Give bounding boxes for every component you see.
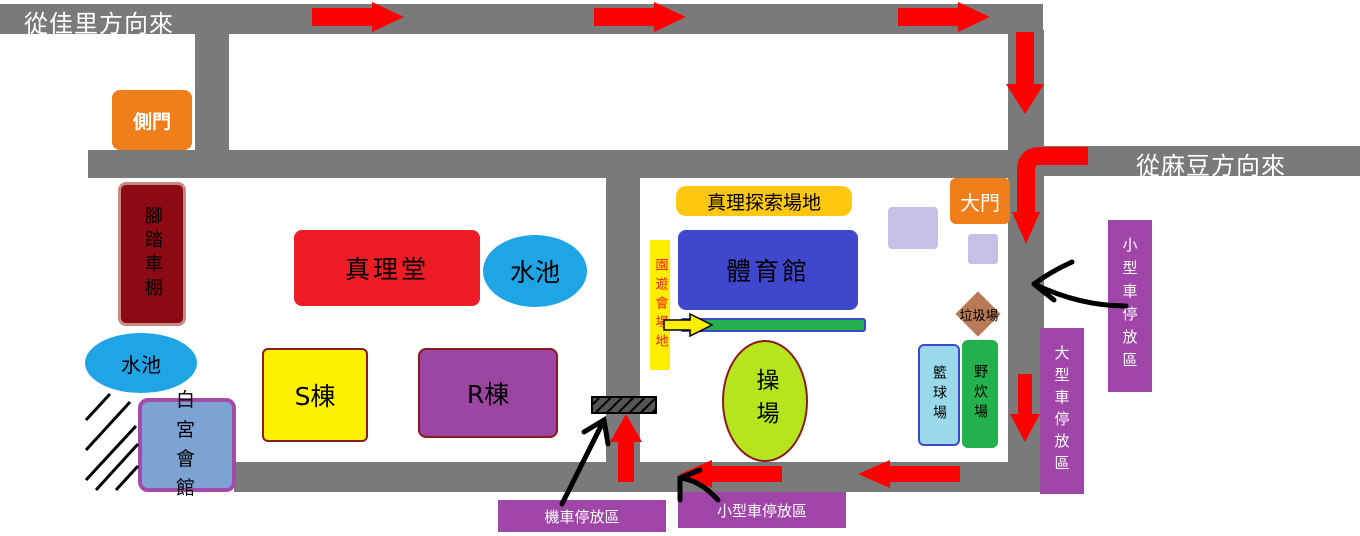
- road-middle-horizontal: [88, 150, 1038, 178]
- basketball-label: 籃球場: [931, 365, 947, 425]
- white-palace-label: 白宮會館: [175, 389, 198, 500]
- large-car-parking: 大型車停放區: [1040, 328, 1084, 494]
- gymnasium: 體育館: [678, 230, 858, 310]
- s-building: S棟: [262, 348, 368, 442]
- playground: 操場: [722, 340, 808, 462]
- pond-left: 水池: [82, 330, 200, 396]
- pond-center: 水池: [480, 232, 590, 310]
- bike-shed-label: 腳踏車棚: [142, 206, 163, 302]
- scooter-label: 機車停放區: [544, 507, 620, 526]
- main-gate-label: 大門: [960, 190, 1000, 215]
- road-right-vertical: [1008, 30, 1044, 492]
- main-gate: 大門: [950, 178, 1010, 224]
- road-bottom: [234, 462, 1042, 492]
- garbage-area: 垃圾場: [948, 298, 1010, 330]
- bike-shed: 腳踏車棚: [118, 182, 186, 326]
- road-left-vertical: [195, 30, 229, 155]
- direction-label-madou: 從麻豆方向來: [1136, 152, 1286, 180]
- gymnasium-label: 體育館: [725, 257, 810, 286]
- truth-exploration-field: 真理探索場地: [676, 186, 852, 216]
- large-car-label: 大型車停放區: [1052, 345, 1071, 477]
- bbq-label: 野炊場: [972, 364, 988, 424]
- lavender-block-small: [968, 234, 998, 264]
- r-building-label: R棟: [466, 380, 510, 409]
- s-building-label: S棟: [294, 382, 336, 411]
- direction-label-jiali: 從佳里方向來: [24, 10, 174, 38]
- small-car-parking-right: 小型車停放區: [1108, 220, 1152, 392]
- hatch-lines-left: [84, 392, 140, 492]
- truth-hall-label: 真理堂: [344, 255, 429, 284]
- small-car-bottom-label: 小型車停放區: [716, 501, 807, 520]
- road-top: [0, 4, 1043, 34]
- pond-center-label: 水池: [509, 258, 560, 287]
- small-car-parking-bottom: 小型車停放區: [678, 492, 846, 528]
- truth-field-label: 真理探索場地: [706, 191, 821, 214]
- r-building: R棟: [418, 348, 558, 438]
- playground-label: 操場: [752, 368, 778, 434]
- truth-hall: 真理堂: [294, 230, 480, 306]
- basketball-court: 籃球場: [918, 344, 960, 446]
- road-center-vertical: [606, 176, 640, 466]
- small-car-right-label: 小型車停放區: [1120, 237, 1139, 375]
- side-gate: 側門: [112, 90, 192, 150]
- lavender-block-large: [888, 207, 938, 249]
- green-strip: [680, 318, 866, 332]
- road-madou: [1040, 146, 1360, 176]
- side-gate-label: 側門: [132, 110, 171, 133]
- garbage-label: 垃圾場: [959, 308, 999, 324]
- garden-party-field: 園遊會場地: [650, 240, 670, 370]
- scooter-parking: 機車停放區: [498, 500, 666, 532]
- bbq-area: 野炊場: [962, 340, 998, 448]
- white-palace-hall: 白宮會館: [138, 389, 236, 499]
- garden-field-label: 園遊會場地: [652, 257, 668, 353]
- pond-left-label: 水池: [121, 352, 161, 377]
